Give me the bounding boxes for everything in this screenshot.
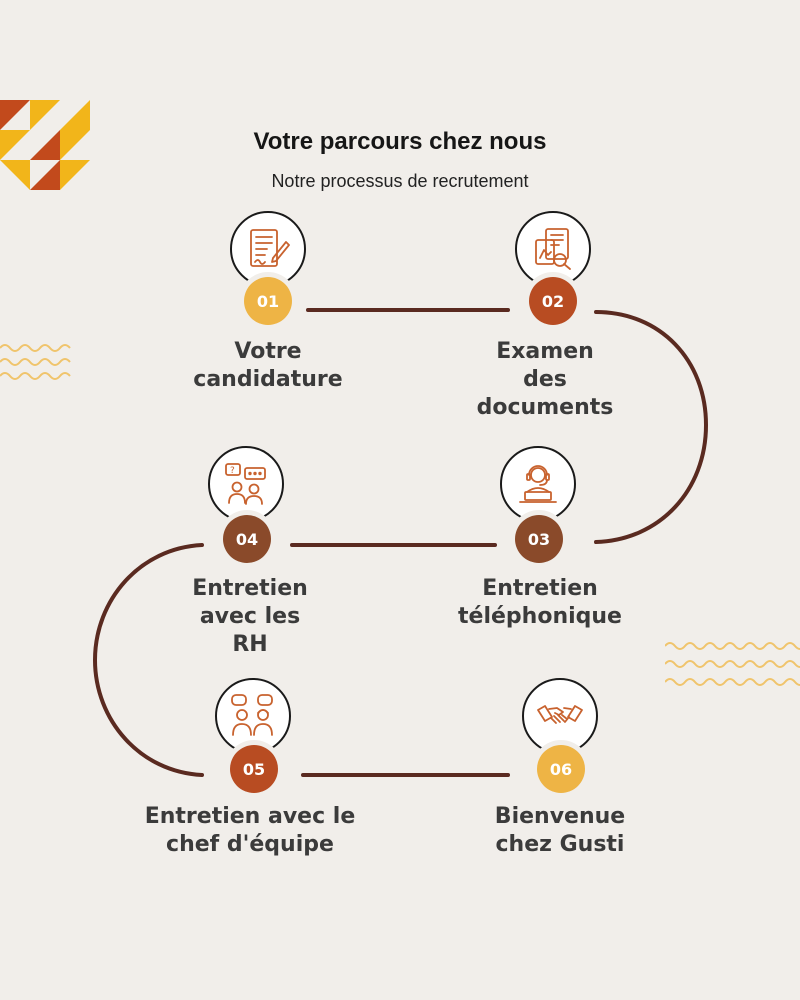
step-5-number-badge: 05 bbox=[230, 745, 278, 793]
step-3-number-badge: 03 bbox=[515, 515, 563, 563]
step-1-label: Votre candidature bbox=[193, 339, 343, 392]
svg-text:?: ? bbox=[230, 466, 235, 476]
step-4-number: 04 bbox=[235, 529, 259, 549]
headset-laptop-icon bbox=[519, 465, 557, 503]
step-2-number-badge: 02 bbox=[529, 277, 577, 325]
page-subtitle: Notre processus de recrutement bbox=[271, 171, 529, 191]
handshake-icon bbox=[537, 705, 583, 724]
step-5-label: Entretien avec le chef d'équipe bbox=[144, 804, 356, 857]
page-title: Votre parcours chez nous bbox=[253, 128, 547, 155]
step-1-number: 01 bbox=[256, 291, 280, 311]
wave-lines-decoration-left bbox=[0, 344, 71, 380]
step-2-icon-circle bbox=[515, 211, 591, 287]
step-3-icon-circle bbox=[500, 446, 576, 522]
document-review-icon bbox=[535, 228, 571, 270]
step-6-icon-circle bbox=[522, 678, 598, 754]
step-1-number-badge: 01 bbox=[244, 277, 292, 325]
chat-people-icon: ? bbox=[225, 463, 266, 505]
step-3-number: 03 bbox=[527, 529, 551, 549]
step-4-icon-circle: ? bbox=[208, 446, 284, 522]
application-form-icon bbox=[250, 229, 290, 267]
step-1-icon-circle bbox=[230, 211, 306, 287]
step-6-number: 06 bbox=[549, 759, 573, 779]
step-4-label: Entretien avec les RH bbox=[192, 576, 308, 657]
conversation-icon bbox=[231, 694, 273, 736]
triangle-pattern-decoration bbox=[0, 100, 90, 190]
step-4-number-badge: 04 bbox=[223, 515, 271, 563]
step-5-icon-circle bbox=[215, 678, 291, 754]
step-6-label: Bienvenue chez Gusti bbox=[494, 804, 626, 857]
step-6-number-badge: 06 bbox=[537, 745, 585, 793]
wave-lines-decoration-right bbox=[665, 642, 800, 686]
step-2-label: Examen des documents bbox=[476, 339, 614, 420]
step-2-number: 02 bbox=[541, 291, 565, 311]
step-3-label: Entretien téléphonique bbox=[458, 576, 622, 629]
step-5-number: 05 bbox=[242, 759, 266, 779]
